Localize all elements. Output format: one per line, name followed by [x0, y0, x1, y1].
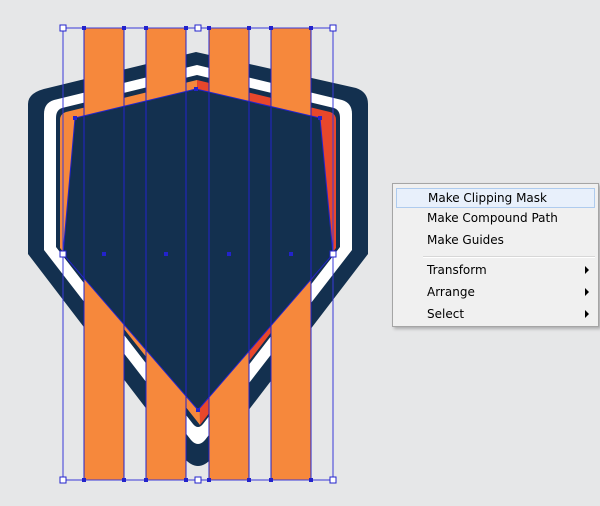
- resize-handle[interactable]: [329, 24, 337, 32]
- anchor-point[interactable]: [207, 478, 211, 482]
- menu-item-label: Arrange: [427, 285, 475, 299]
- anchor-point[interactable]: [82, 478, 86, 482]
- anchor-point[interactable]: [247, 26, 251, 30]
- menu-item-make-compound-path[interactable]: Make Compound Path: [396, 208, 595, 228]
- anchor-point[interactable]: [144, 26, 148, 30]
- anchor-point[interactable]: [73, 116, 77, 120]
- resize-handle[interactable]: [194, 24, 202, 32]
- menu-item-make-guides[interactable]: Make Guides: [396, 230, 595, 250]
- resize-handle[interactable]: [59, 250, 67, 258]
- resize-handle[interactable]: [59, 24, 67, 32]
- resize-handle[interactable]: [329, 250, 337, 258]
- anchor-point[interactable]: [289, 252, 293, 256]
- submenu-arrow-icon: [585, 310, 589, 318]
- bounding-box-handles[interactable]: [59, 24, 337, 484]
- anchor-point[interactable]: [164, 252, 168, 256]
- submenu-arrow-icon: [585, 266, 589, 274]
- anchor-point[interactable]: [102, 252, 106, 256]
- menu-item-label: Make Guides: [427, 233, 504, 247]
- menu-item-transform[interactable]: Transform: [396, 260, 595, 280]
- anchor-point[interactable]: [122, 478, 126, 482]
- anchor-point[interactable]: [269, 26, 273, 30]
- resize-handle[interactable]: [194, 476, 202, 484]
- menu-item-make-clipping-mask[interactable]: Make Clipping Mask: [396, 188, 595, 208]
- context-menu: Make Clipping Mask Make Compound Path Ma…: [392, 183, 599, 327]
- anchor-point[interactable]: [184, 26, 188, 30]
- anchor-point[interactable]: [227, 252, 231, 256]
- menu-item-label: Select: [427, 307, 465, 321]
- menu-item-arrange[interactable]: Arrange: [396, 282, 595, 302]
- menu-item-label: Make Compound Path: [427, 211, 558, 225]
- resize-handle[interactable]: [329, 476, 337, 484]
- anchor-point[interactable]: [82, 26, 86, 30]
- anchor-point[interactable]: [309, 26, 313, 30]
- anchor-point[interactable]: [184, 478, 188, 482]
- menu-separator: [423, 256, 595, 258]
- anchor-point[interactable]: [309, 478, 313, 482]
- anchor-point[interactable]: [122, 26, 126, 30]
- submenu-arrow-icon: [585, 288, 589, 296]
- anchor-point[interactable]: [318, 116, 322, 120]
- menu-item-select[interactable]: Select: [396, 304, 595, 324]
- menu-item-label: Make Clipping Mask: [428, 191, 547, 205]
- shield-front-navy[interactable]: [63, 89, 333, 410]
- anchor-point[interactable]: [207, 26, 211, 30]
- anchor-point[interactable]: [196, 408, 200, 412]
- anchor-point[interactable]: [269, 478, 273, 482]
- resize-handle[interactable]: [59, 476, 67, 484]
- anchor-point[interactable]: [194, 87, 198, 91]
- anchor-point[interactable]: [144, 478, 148, 482]
- anchor-point[interactable]: [247, 478, 251, 482]
- menu-item-label: Transform: [427, 263, 487, 277]
